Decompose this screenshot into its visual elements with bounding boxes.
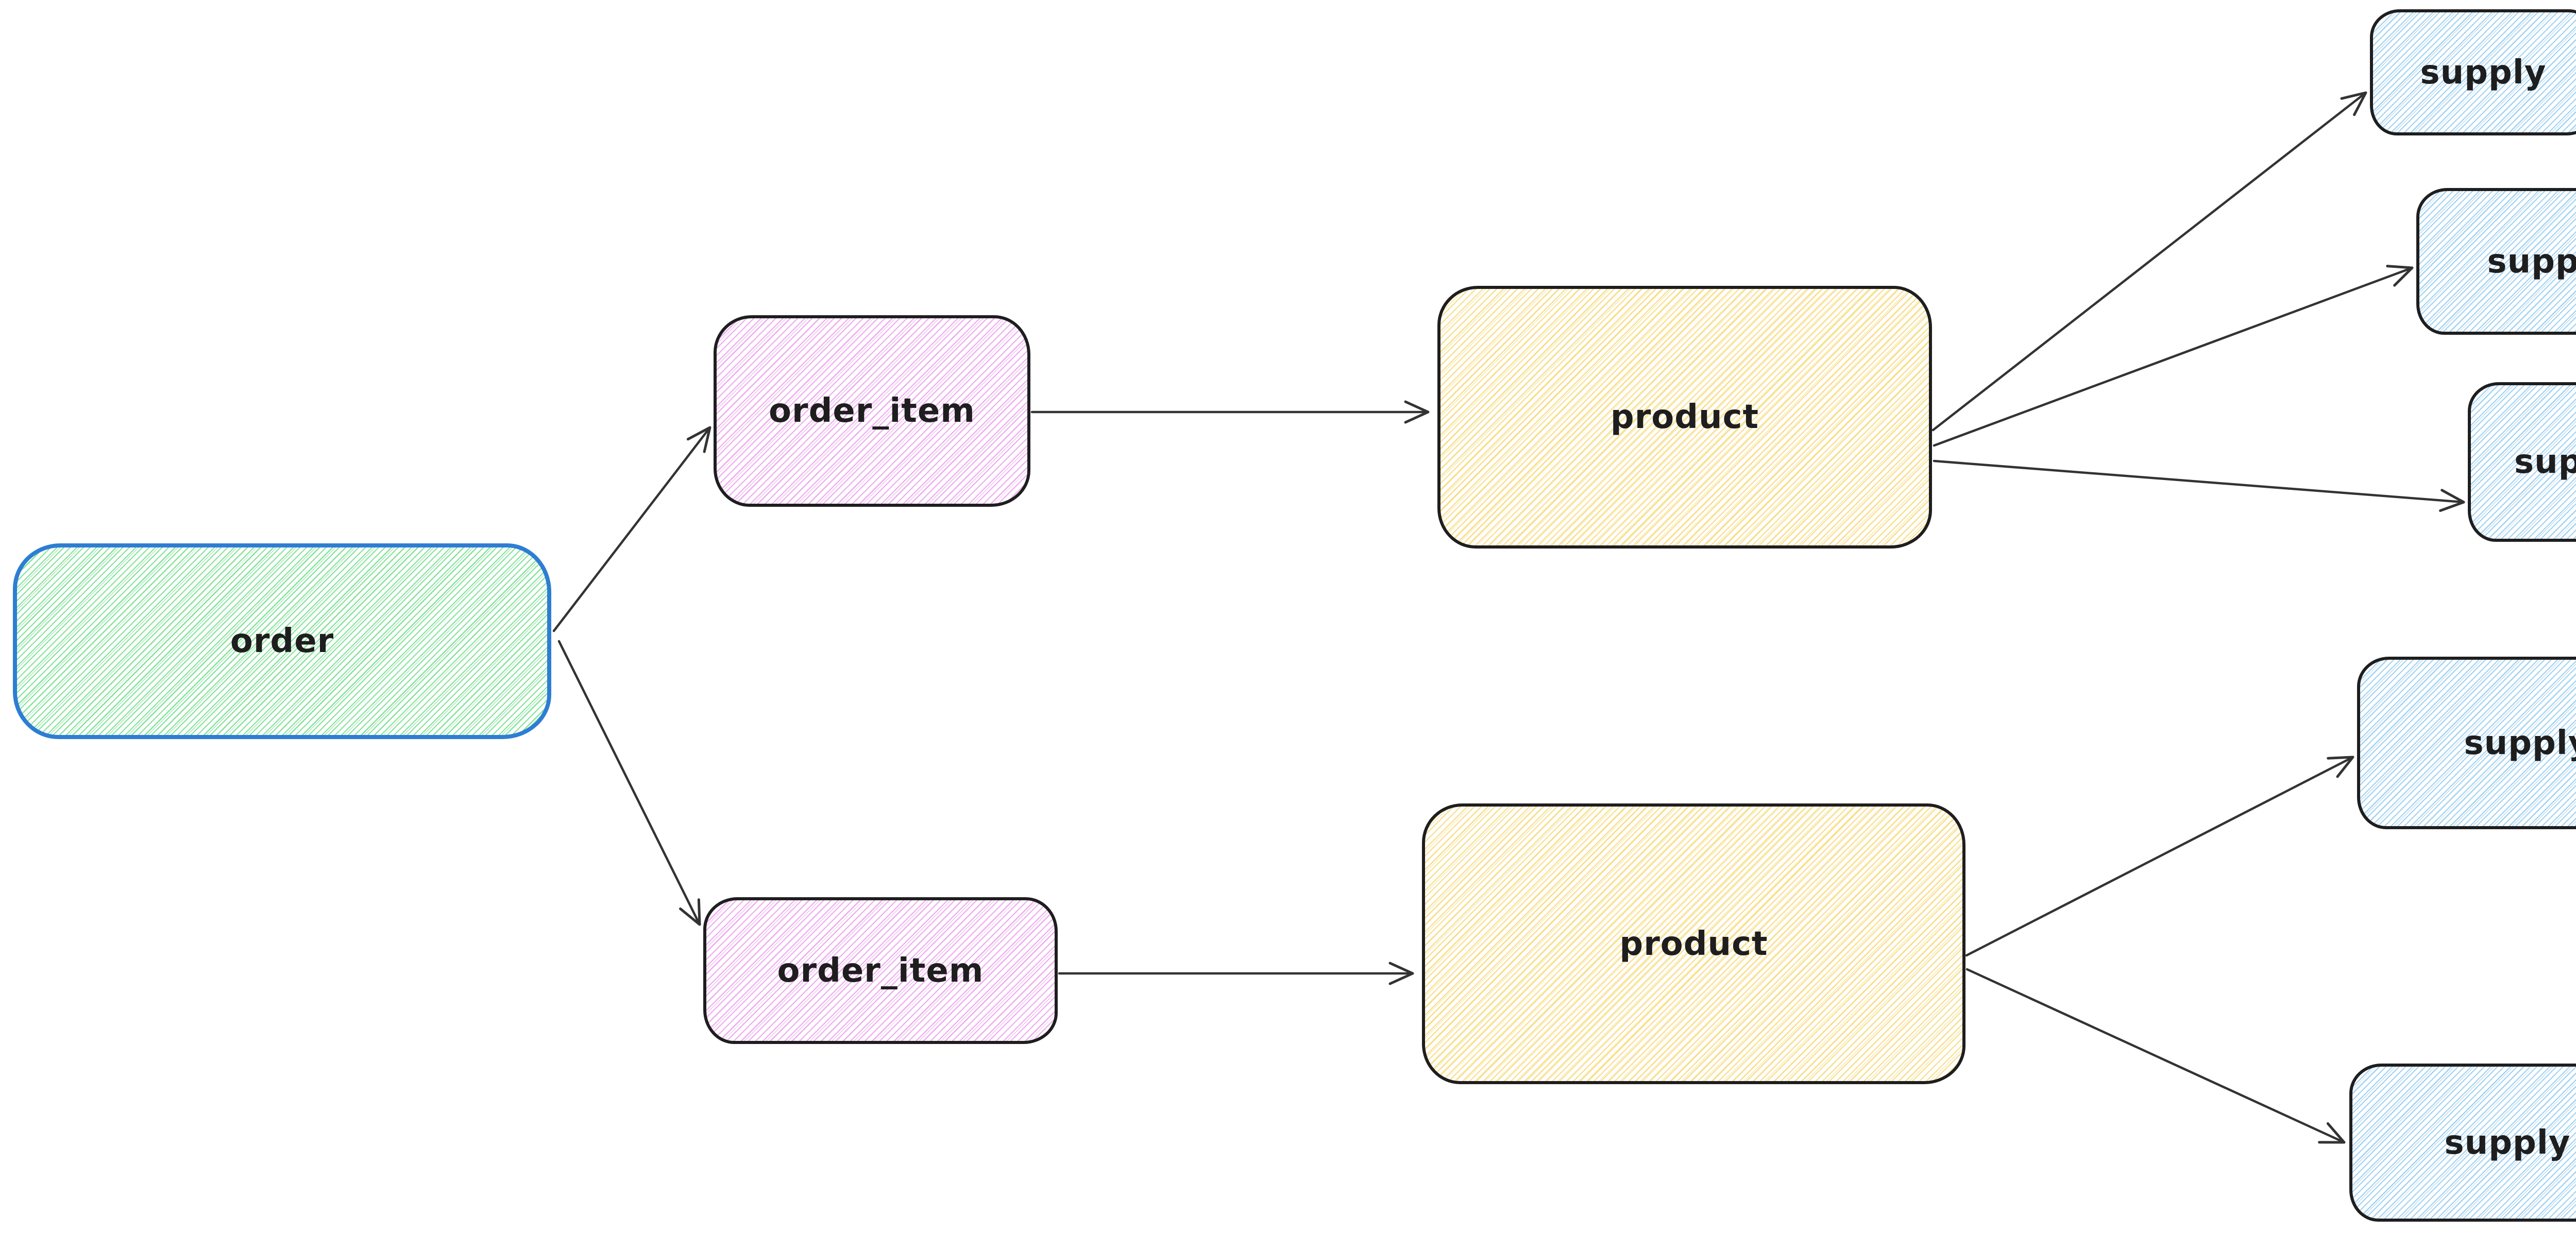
node-supply-2-label: supply: [2487, 242, 2576, 281]
node-product-top[interactable]: product: [1437, 286, 1932, 549]
edge-order-to-order-item-2[interactable]: [557, 640, 701, 926]
node-product-bottom[interactable]: product: [1422, 803, 1965, 1084]
edge-product-1-to-supply-2[interactable]: [1933, 265, 2414, 447]
edge-product-1-to-supply-1[interactable]: [1931, 91, 2367, 432]
node-order[interactable]: order: [13, 543, 551, 739]
node-supply-4-label: supply: [2464, 724, 2576, 762]
node-supply-4[interactable]: supply: [2357, 657, 2576, 829]
node-supply-1[interactable]: supply: [2370, 9, 2576, 135]
node-supply-5-label: supply: [2444, 1123, 2571, 1162]
node-product-bottom-label: product: [1619, 924, 1768, 963]
edge-order-to-order-item-1[interactable]: [552, 426, 711, 632]
node-supply-2[interactable]: supply: [2416, 188, 2576, 335]
node-order-item-bottom[interactable]: order_item: [703, 897, 1058, 1044]
node-order-item-top-label: order_item: [769, 392, 975, 430]
node-order-item-top[interactable]: order_item: [714, 315, 1030, 507]
node-supply-3[interactable]: supply: [2468, 382, 2576, 542]
node-supply-1-label: supply: [2420, 53, 2547, 92]
node-product-top-label: product: [1610, 398, 1759, 436]
node-supply-5[interactable]: supply: [2349, 1064, 2576, 1222]
edge-product-2-to-supply-4[interactable]: [1965, 756, 2354, 957]
node-order-item-bottom-label: order_item: [777, 951, 984, 990]
edge-product-1-to-supply-3[interactable]: [1933, 459, 2465, 512]
node-order-label: order: [230, 622, 334, 660]
edge-product-2-to-supply-5[interactable]: [1965, 968, 2346, 1144]
node-supply-3-label: supply: [2514, 443, 2576, 481]
